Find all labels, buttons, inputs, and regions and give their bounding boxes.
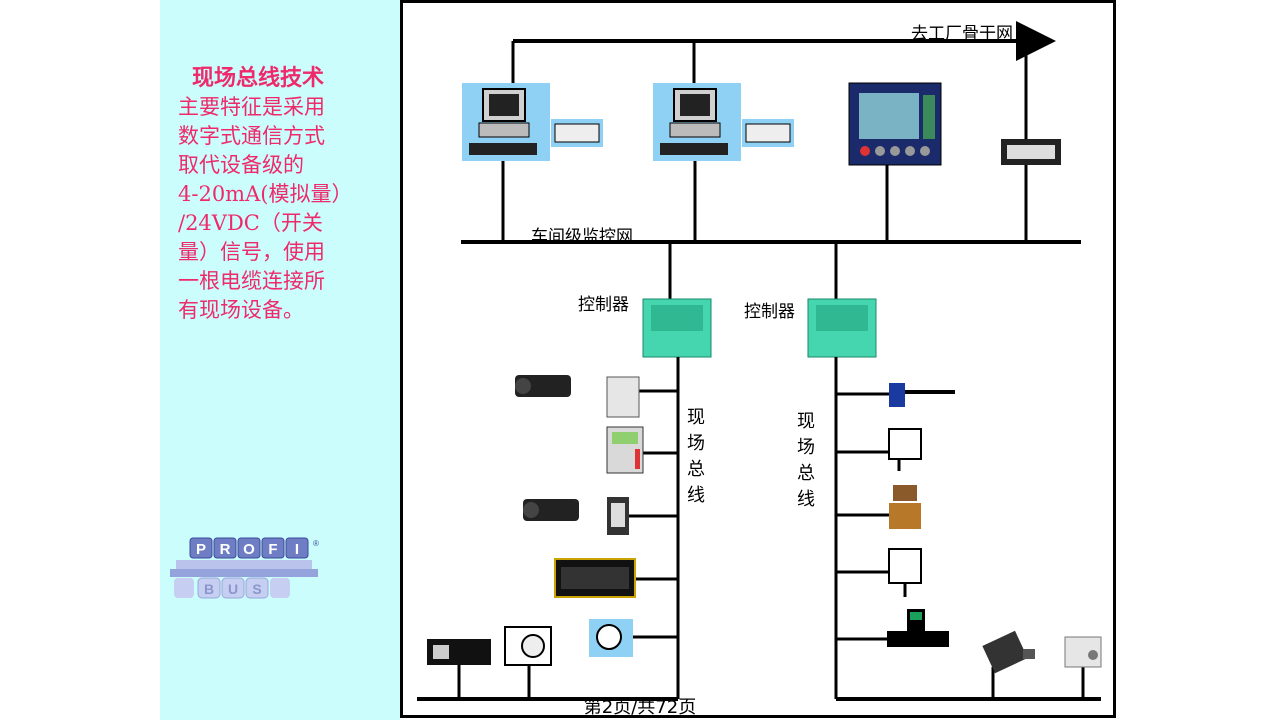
profi-letters: P R O F I ® <box>189 537 319 559</box>
svg-text:S: S <box>252 581 261 597</box>
description-text: 现场总线技术 主要特征是采用 数字式通信方式 取代设备级的 4-20mA(模拟量… <box>178 64 393 325</box>
desc-line-3: 取代设备级的 <box>178 153 304 177</box>
controller-left-icon <box>642 298 712 358</box>
workshop-network-line <box>461 161 1081 299</box>
diagram-graphics <box>417 21 1102 701</box>
motor-icon <box>523 499 579 521</box>
svg-text:P: P <box>196 541 206 558</box>
keypad-terminal-icon <box>606 426 644 474</box>
controller-right-icon <box>807 298 877 358</box>
svg-text:I: I <box>295 541 299 558</box>
svg-text:®: ® <box>313 539 319 548</box>
network-diagram: 去工厂骨干网 车间级监控网 控制器 控制器 现场总线 现场总线 <box>400 0 1116 718</box>
desc-line-1: 主要特征是采用 <box>178 95 325 119</box>
positioner-icon <box>1064 636 1102 668</box>
workstation-icon <box>462 83 603 161</box>
gateway-icon <box>1001 139 1061 165</box>
desc-line-2: 数字式通信方式 <box>178 124 325 148</box>
valve-actuator-icon <box>589 619 633 657</box>
svg-text:O: O <box>243 541 255 558</box>
desc-line-6: 量）信号，使用 <box>178 240 325 264</box>
operator-panel-icon <box>848 82 942 166</box>
fieldbus-left-label: 现场总线 <box>687 407 705 506</box>
backbone-network-label: 去工厂骨干网 <box>911 24 1013 44</box>
controller-right-label: 控制器 <box>744 302 795 322</box>
flow-meter-icon <box>887 609 949 647</box>
pressure-transmitter-icon <box>888 428 922 471</box>
signal-module-icon <box>427 639 491 665</box>
level-transmitter-icon <box>888 548 922 597</box>
control-valve-icon <box>889 485 921 529</box>
left-text-panel: 现场总线技术 主要特征是采用 数字式通信方式 取代设备级的 4-20mA(模拟量… <box>160 0 400 720</box>
svg-text:B: B <box>204 581 214 597</box>
slide-heading: 现场总线技术 <box>192 65 325 91</box>
page-number: 第2页/共72页 <box>583 697 697 718</box>
desc-line-5: /24VDC（开关 <box>178 211 323 235</box>
desc-line-8: 有现场设备。 <box>178 298 304 322</box>
svg-text:F: F <box>268 541 277 558</box>
drive-unit-icon <box>607 497 629 535</box>
temperature-sensor-icon <box>889 383 955 407</box>
fieldbus-right-line <box>834 357 1101 701</box>
bus-letters: B U S <box>174 577 290 599</box>
drive-unit-icon <box>606 376 640 418</box>
fieldbus-left-line <box>417 357 680 701</box>
svg-text:R: R <box>220 541 231 558</box>
workshop-network-label: 车间级监控网 <box>531 227 633 247</box>
workstation-icon <box>653 83 794 161</box>
desc-line-4: 4-20mA(模拟量） <box>178 182 353 206</box>
analyzer-icon <box>982 630 1035 674</box>
svg-text:U: U <box>228 581 238 597</box>
profibus-logo: P R O F I ® B U S <box>170 537 319 599</box>
io-module-icon <box>554 558 636 598</box>
fieldbus-right-label: 现场总线 <box>797 411 815 510</box>
valve-actuator-icon <box>504 626 552 666</box>
motor-icon <box>515 375 571 397</box>
controller-left-label: 控制器 <box>578 295 629 315</box>
desc-line-7: 一根电缆连接所 <box>178 269 325 293</box>
